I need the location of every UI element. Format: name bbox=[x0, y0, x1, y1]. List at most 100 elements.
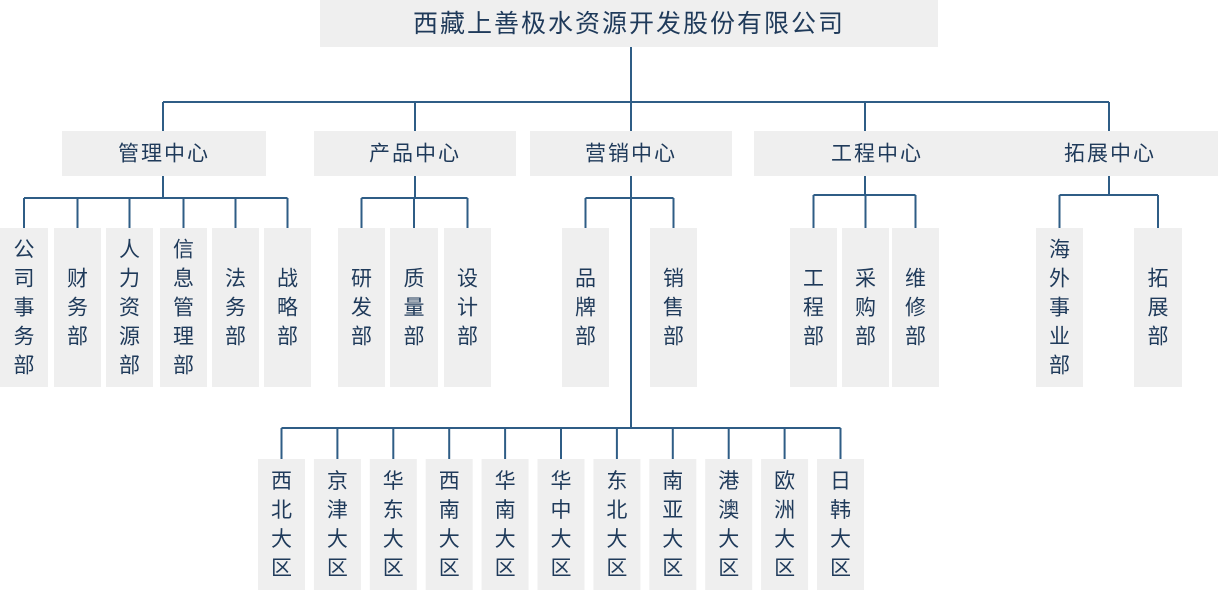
dept-box-0-3-bg bbox=[160, 228, 207, 387]
region-box-7-bg bbox=[649, 459, 697, 590]
region-box-2: 华东大区 bbox=[369, 459, 417, 590]
region-box-1-label: 京津大区 bbox=[327, 469, 348, 580]
region-box-3-bg bbox=[425, 459, 473, 590]
dept-box-0-4-bg bbox=[212, 228, 259, 387]
region-box-0: 西北大区 bbox=[258, 459, 305, 590]
center-box-2: 营销中心 bbox=[530, 131, 732, 176]
center-box-0: 管理中心 bbox=[62, 131, 266, 176]
dept-box-3-2: 维修部 bbox=[892, 228, 939, 387]
dept-box-0-1-bg bbox=[54, 228, 101, 387]
region-box-3-label: 西南大区 bbox=[439, 469, 460, 580]
center-box-4-label: 拓展中心 bbox=[1064, 142, 1156, 166]
dept-box-2-1-label: 销售部 bbox=[663, 267, 684, 349]
dept-box-4-1-bg bbox=[1134, 228, 1182, 387]
dept-box-0-1: 财务部 bbox=[54, 228, 101, 387]
region-box-4: 华南大区 bbox=[481, 459, 529, 590]
dept-box-0-5: 战略部 bbox=[264, 228, 311, 387]
region-box-9-label: 欧洲大区 bbox=[774, 469, 795, 580]
dept-box-0-1-label: 财务部 bbox=[67, 267, 88, 349]
dept-box-0-0: 公司事务部 bbox=[0, 228, 48, 387]
dept-box-1-1-label: 质量部 bbox=[404, 267, 425, 349]
dept-box-1-0-label: 研发部 bbox=[351, 267, 372, 349]
dept-box-1-2: 设计部 bbox=[444, 228, 491, 387]
region-box-4-bg bbox=[481, 459, 529, 590]
dept-box-0-3: 信息管理部 bbox=[160, 228, 207, 387]
root-box: 西藏上善极水资源开发股份有限公司 bbox=[320, 0, 938, 47]
dept-box-4-1-label: 拓展部 bbox=[1148, 267, 1169, 349]
region-box-9: 欧洲大区 bbox=[761, 459, 809, 590]
dept-box-3-1-label: 采购部 bbox=[855, 267, 876, 349]
center-box-2-bg bbox=[530, 131, 732, 176]
region-box-7: 南亚大区 bbox=[649, 459, 697, 590]
center-box-0-bg bbox=[62, 131, 266, 176]
dept-box-0-3-label: 信息管理部 bbox=[173, 238, 194, 378]
center-box-3: 工程中心 bbox=[754, 131, 1000, 176]
region-box-8-bg bbox=[705, 459, 753, 590]
dept-box-0-4: 法务部 bbox=[212, 228, 259, 387]
dept-box-0-2-label: 人力资源部 bbox=[119, 238, 140, 378]
dept-box-2-1: 销售部 bbox=[650, 228, 697, 387]
dept-box-1-1-bg bbox=[390, 228, 438, 387]
dept-box-0-4-label: 法务部 bbox=[225, 267, 246, 349]
center-box-2-label: 营销中心 bbox=[585, 142, 677, 166]
center-box-1-label: 产品中心 bbox=[369, 142, 461, 166]
dept-box-2-0-bg bbox=[562, 228, 609, 387]
center-box-0-label: 管理中心 bbox=[118, 142, 210, 166]
root-box-bg bbox=[320, 0, 938, 47]
region-box-0-bg bbox=[258, 459, 305, 590]
region-box-1: 京津大区 bbox=[313, 459, 361, 590]
region-box-10-label: 日韩大区 bbox=[830, 469, 851, 580]
region-box-5: 华中大区 bbox=[537, 459, 585, 590]
region-box-6-label: 东北大区 bbox=[606, 469, 627, 580]
dept-box-0-5-label: 战略部 bbox=[277, 267, 298, 349]
region-box-8-label: 港澳大区 bbox=[718, 469, 739, 580]
dept-box-3-2-label: 维修部 bbox=[905, 267, 926, 349]
region-box-9-bg bbox=[761, 459, 809, 590]
dept-box-2-1-bg bbox=[650, 228, 697, 387]
dept-box-4-0: 海外事业部 bbox=[1036, 228, 1083, 387]
region-box-2-bg bbox=[369, 459, 417, 590]
dept-box-0-0-label: 公司事务部 bbox=[14, 238, 35, 378]
region-box-6-bg bbox=[593, 459, 641, 590]
dept-box-1-0-bg bbox=[338, 228, 385, 387]
dept-box-2-0: 品牌部 bbox=[562, 228, 609, 387]
region-box-5-bg bbox=[537, 459, 585, 590]
region-box-4-label: 华南大区 bbox=[495, 469, 516, 580]
connector-lines bbox=[23, 47, 1159, 459]
dept-box-4-0-bg bbox=[1036, 228, 1083, 387]
center-box-3-bg bbox=[754, 131, 1000, 176]
center-box-4: 拓展中心 bbox=[1000, 131, 1218, 176]
dept-box-0-2-bg bbox=[106, 228, 153, 387]
dept-box-3-2-bg bbox=[892, 228, 939, 387]
dept-box-1-1: 质量部 bbox=[390, 228, 438, 387]
region-box-0-label: 西北大区 bbox=[271, 469, 292, 580]
region-box-5-label: 华中大区 bbox=[551, 469, 572, 580]
dept-box-2-0-label: 品牌部 bbox=[575, 267, 596, 349]
dept-box-0-0-bg bbox=[0, 228, 48, 387]
region-box-3: 西南大区 bbox=[425, 459, 473, 590]
dept-box-0-2: 人力资源部 bbox=[106, 228, 153, 387]
region-box-1-bg bbox=[313, 459, 361, 590]
root-box-label: 西藏上善极水资源开发股份有限公司 bbox=[413, 9, 845, 38]
center-box-1-bg bbox=[314, 131, 516, 176]
dept-box-1-2-label: 设计部 bbox=[457, 267, 478, 349]
region-box-10: 日韩大区 bbox=[817, 459, 864, 590]
dept-box-1-2-bg bbox=[444, 228, 491, 387]
center-box-4-bg bbox=[1000, 131, 1218, 176]
dept-box-3-1-bg bbox=[842, 228, 889, 387]
region-box-6: 东北大区 bbox=[593, 459, 641, 590]
dept-box-0-5-bg bbox=[264, 228, 311, 387]
dept-box-3-0: 工程部 bbox=[790, 228, 837, 387]
dept-box-3-1: 采购部 bbox=[842, 228, 889, 387]
dept-box-3-0-bg bbox=[790, 228, 837, 387]
dept-box-4-1: 拓展部 bbox=[1134, 228, 1182, 387]
center-box-3-label: 工程中心 bbox=[831, 142, 923, 166]
region-box-8: 港澳大区 bbox=[705, 459, 753, 590]
region-box-2-label: 华东大区 bbox=[383, 469, 404, 580]
dept-box-4-0-label: 海外事业部 bbox=[1049, 238, 1070, 378]
region-box-7-label: 南亚大区 bbox=[662, 469, 683, 580]
region-box-10-bg bbox=[817, 459, 864, 590]
dept-box-3-0-label: 工程部 bbox=[803, 267, 824, 349]
